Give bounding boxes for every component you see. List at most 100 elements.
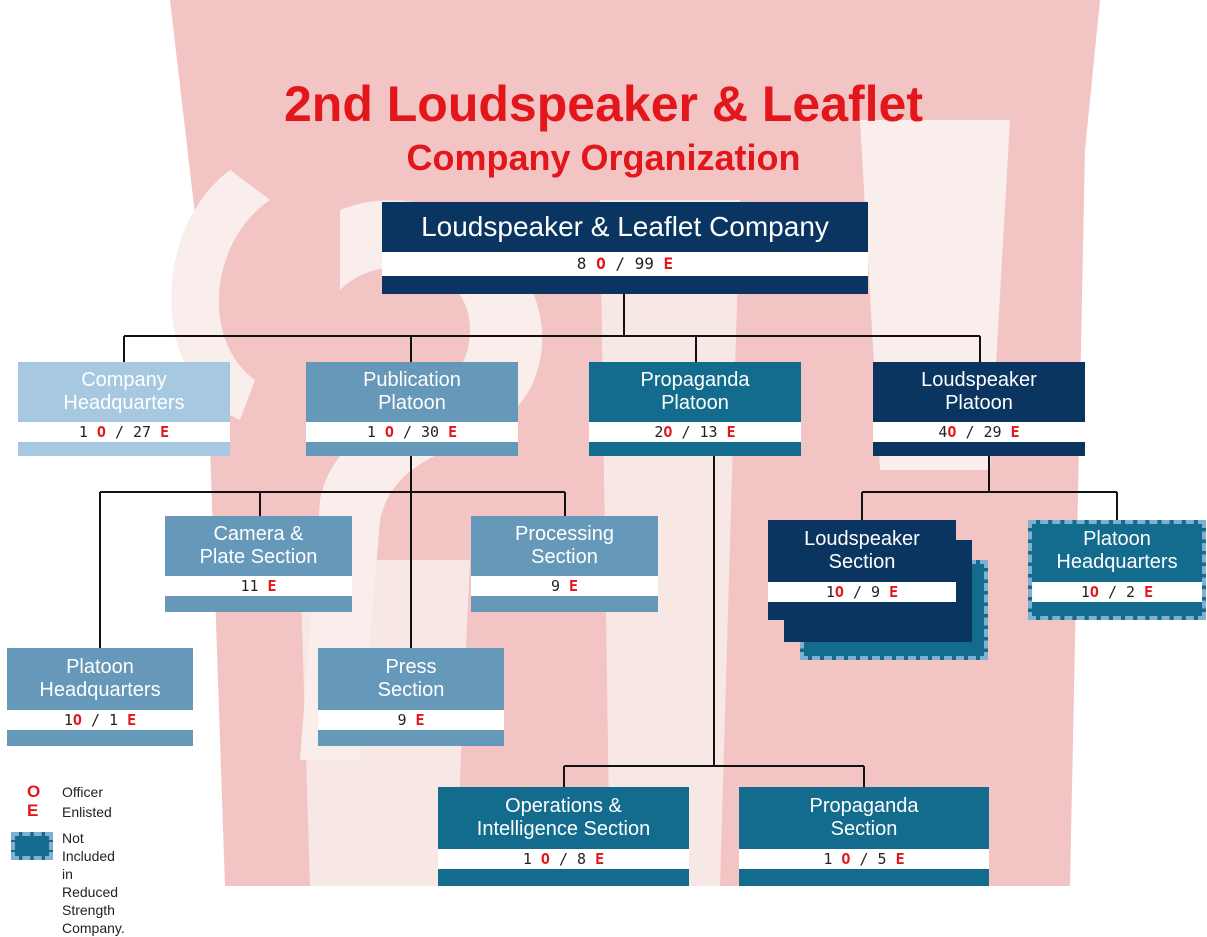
officer-count: 2: [654, 423, 664, 441]
officer-count: 8: [576, 254, 587, 273]
unit-name: Operations & Intelligence Section: [476, 795, 651, 840]
separator: /: [852, 583, 862, 601]
enlisted-count: 2: [1126, 583, 1136, 601]
unit-loudspeaker-platoon-headquarters: Platoon Headquarters 1O / 2 E: [1028, 520, 1206, 620]
enlisted-mark: E: [595, 850, 605, 868]
unit-strength: 9 E: [471, 576, 658, 596]
unit-strength: 2O / 13 E: [589, 422, 801, 442]
separator: /: [1107, 583, 1117, 601]
unit-name: Company Headquarters: [63, 369, 185, 414]
officer-count: 4: [938, 423, 948, 441]
chart-subtitle: Company Organization: [406, 137, 801, 178]
unit-strength: 1 O / 27 E: [18, 422, 230, 442]
enlisted-count: 5: [877, 850, 887, 868]
officer-count: 1: [1080, 583, 1090, 601]
unit-strength: 11 E: [165, 576, 352, 596]
unit-name: Loudspeaker Platoon: [921, 369, 1037, 414]
legend-enlisted-mark: E: [27, 801, 39, 820]
officer-count: 1: [522, 850, 532, 868]
unit-strength: 1 O / 30 E: [306, 422, 518, 442]
enlisted-count: 30: [421, 423, 440, 441]
enlisted-mark: E: [726, 423, 736, 441]
enlisted-mark: E: [569, 577, 579, 595]
unit-name: Loudspeaker & Leaflet Company: [421, 211, 829, 242]
officer-mark: O: [72, 711, 82, 729]
unit-name: Processing Section: [515, 523, 614, 568]
enlisted-mark: E: [127, 711, 137, 729]
enlisted-count: 9: [871, 583, 881, 601]
officer-mark: O: [834, 583, 844, 601]
unit-propaganda-section: Propaganda Section 1 O / 5 E: [739, 787, 989, 886]
officer-mark: O: [96, 423, 106, 441]
officer-mark: O: [947, 423, 957, 441]
enlisted-mark: E: [1144, 583, 1154, 601]
unit-strength: 1O / 1 E: [7, 710, 193, 730]
unit-publication-platoon-headquarters: Platoon Headquarters 1O / 1 E: [7, 648, 193, 746]
unit-strength: 9 E: [318, 710, 504, 730]
unit-loudspeaker-leaflet-company: Loudspeaker & Leaflet Company 8 O / 99 E: [382, 202, 868, 294]
enlisted-count: 9: [550, 577, 560, 595]
org-connectors: [99, 294, 1118, 787]
unit-publication-platoon: Publication Platoon 1 O / 30 E: [306, 362, 518, 456]
enlisted-count: 13: [699, 423, 718, 441]
officer-count: 1: [823, 850, 833, 868]
unit-strength: 4O / 29 E: [873, 422, 1085, 442]
separator: /: [114, 423, 124, 441]
unit-processing-section: Processing Section 9 E: [471, 516, 658, 612]
enlisted-count: 11: [240, 577, 259, 595]
separator: /: [402, 423, 412, 441]
unit-strength: 1O / 9 E: [768, 582, 956, 602]
unit-company-headquarters: Company Headquarters 1 O / 27 E: [18, 362, 230, 456]
unit-name: Platoon Headquarters: [39, 656, 161, 701]
unit-propaganda-platoon: Propaganda Platoon 2O / 13 E: [589, 362, 801, 456]
enlisted-mark: E: [160, 423, 170, 441]
enlisted-mark: E: [448, 423, 458, 441]
unit-operations-intelligence-section: Operations & Intelligence Section 1 O / …: [438, 787, 689, 886]
enlisted-count: 29: [983, 423, 1002, 441]
officer-mark: O: [384, 423, 394, 441]
officer-mark: O: [1089, 583, 1099, 601]
unit-name: Propaganda Section: [809, 795, 919, 840]
unit-name: Propaganda Platoon: [640, 369, 750, 414]
unit-strength: 8 O / 99 E: [382, 252, 868, 276]
unit-name: Press Section: [377, 656, 445, 701]
enlisted-count: 27: [133, 423, 152, 441]
legend-officer-label: Officer: [62, 784, 103, 800]
unit-strength: 1O / 2 E: [1032, 582, 1202, 602]
enlisted-count: 99: [634, 254, 654, 273]
officer-mark: O: [540, 850, 550, 868]
enlisted-count: 8: [577, 850, 587, 868]
unit-name: Publication Platoon: [363, 369, 461, 414]
enlisted-count: 9: [397, 711, 407, 729]
unit-loudspeaker-section: Loudspeaker Section 1O / 9 E: [768, 520, 956, 620]
unit-strength: 1 O / 8 E: [438, 849, 689, 869]
separator: /: [90, 711, 100, 729]
enlisted-mark: E: [895, 850, 905, 868]
legend-officer-mark: O: [27, 782, 41, 801]
enlisted-mark: E: [1010, 423, 1020, 441]
officer-mark: O: [663, 423, 673, 441]
officer-count: 1: [366, 423, 376, 441]
enlisted-mark: E: [663, 254, 674, 273]
enlisted-count: 1: [109, 711, 119, 729]
separator: /: [681, 423, 691, 441]
legend-not-included-label: Not Included in Reduced Strength Company…: [62, 830, 125, 936]
unit-name: Platoon Headquarters: [1056, 528, 1178, 573]
unit-name: Loudspeaker Section: [804, 528, 920, 573]
officer-mark: O: [596, 254, 606, 273]
unit-strength: 1 O / 5 E: [739, 849, 989, 869]
unit-press-section: Press Section 9 E: [318, 648, 504, 746]
unit-loudspeaker-platoon: Loudspeaker Platoon 4O / 29 E: [873, 362, 1085, 456]
enlisted-mark: E: [889, 583, 899, 601]
chart-title: 2nd Loudspeaker & Leaflet: [283, 76, 924, 132]
unit-name: Camera & Plate Section: [199, 523, 318, 568]
enlisted-mark: E: [415, 711, 425, 729]
officer-count: 1: [825, 583, 835, 601]
unit-camera-plate-section: Camera & Plate Section 11 E: [165, 516, 352, 612]
officer-count: 1: [78, 423, 88, 441]
enlisted-mark: E: [267, 577, 277, 595]
legend-enlisted-label: Enlisted: [62, 804, 112, 820]
separator: /: [615, 254, 625, 273]
separator: /: [859, 850, 869, 868]
officer-mark: O: [841, 850, 851, 868]
